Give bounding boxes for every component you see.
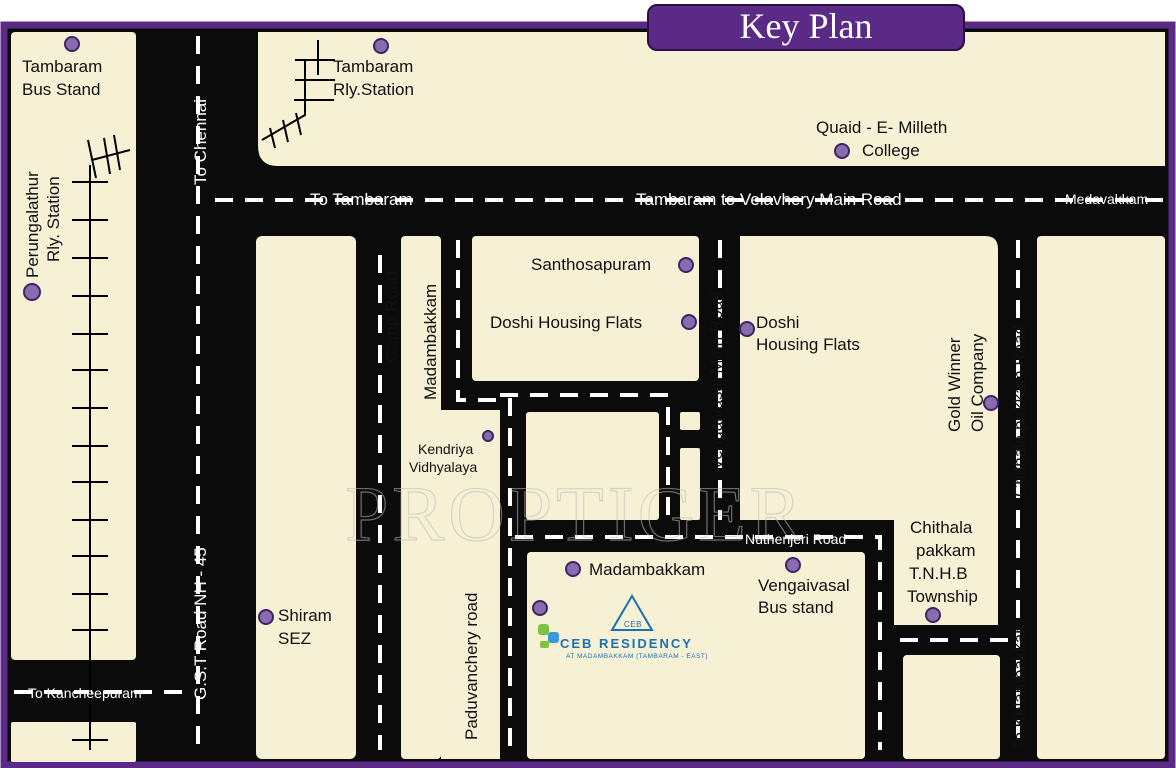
landmark-madambakkam: Madambakkam bbox=[565, 560, 705, 579]
project-subtitle: AT MADAMBAKKAM (TAMBARAM - EAST) bbox=[566, 653, 708, 660]
landmark-doshi-flats-east: Doshi Housing Flats bbox=[739, 313, 860, 354]
landmark-marker-icon bbox=[64, 36, 80, 52]
road-label-chithalapakkam: Chithala pakkam Road bbox=[1010, 325, 1029, 497]
landmark-marker-icon bbox=[681, 314, 697, 330]
landmark-label: Gold Winner bbox=[945, 337, 964, 432]
road-label-nuthenjeri: Nuthenjeri Road bbox=[745, 531, 846, 547]
road-label-camp: Camp Road bbox=[382, 271, 401, 362]
landmark-label: Vengaivasal bbox=[758, 576, 850, 595]
landmark-label: Housing Flats bbox=[756, 335, 860, 354]
landmark-label: Kendriya bbox=[418, 441, 473, 457]
road-label-paduvanchery: Paduvanchery road bbox=[462, 593, 481, 740]
landmark-marker-icon bbox=[983, 395, 999, 411]
landmark-kendriya-vidhyalaya: Kendriya Vidhyalaya bbox=[409, 430, 494, 475]
landmark-label: Quaid - E- Milleth bbox=[816, 118, 947, 137]
landmark-marker-icon bbox=[23, 283, 41, 301]
project-marker-icon bbox=[532, 600, 548, 616]
landmark-label: Madambakkam bbox=[589, 560, 705, 579]
road-label-main-road: Tambaram to Velavhery Main Road bbox=[636, 190, 902, 209]
landmark-chithalapakkam-tnhb: Chithala pakkam T.N.H.B Township bbox=[907, 518, 978, 623]
landmark-santhosapuram: Santhosapuram bbox=[531, 255, 694, 274]
road-label-gst: G.S.T Road NH - 45 bbox=[191, 547, 210, 700]
railway-lines bbox=[72, 40, 335, 750]
landmark-vengaivasal-bus-stand: Vengaivasal Bus stand bbox=[758, 557, 850, 617]
landmark-label: Rly.Station bbox=[333, 80, 414, 99]
ceb-logo-icon: CEB bbox=[538, 594, 654, 648]
landmark-label: Rly. Station bbox=[44, 176, 63, 262]
title-banner: Key Plan bbox=[647, 4, 965, 51]
landmark-label: Doshi Housing Flats bbox=[490, 313, 642, 332]
landmark-label: Township bbox=[907, 587, 978, 606]
landmark-gold-winner: Gold Winner Oil Company bbox=[945, 333, 999, 432]
landmark-label: Shiram bbox=[278, 606, 332, 625]
landmark-marker-icon bbox=[925, 607, 941, 623]
landmark-label: Doshi bbox=[756, 313, 799, 332]
road-label-vengaivasal-main: Vengaivasal Main Road bbox=[707, 291, 726, 470]
landmark-label: Chithala bbox=[910, 518, 973, 537]
landmark-label: College bbox=[862, 141, 920, 160]
landmark-marker-icon bbox=[258, 609, 274, 625]
landmark-label: Bus stand bbox=[758, 598, 834, 617]
landmark-tambaram-bus-stand: Tambaram Bus Stand bbox=[22, 36, 102, 99]
landmark-marker-icon bbox=[373, 38, 389, 54]
road-centerlines bbox=[14, 36, 1165, 750]
landmark-label: Santhosapuram bbox=[531, 255, 651, 274]
landmark-label: Perungalathur bbox=[23, 171, 42, 278]
road-labels: To Chennai G.S.T Road NH - 45 To Tambara… bbox=[28, 99, 1148, 701]
logo-mark-text: CEB bbox=[624, 620, 642, 629]
landmark-label: Tambaram bbox=[22, 57, 102, 76]
road-labels-vertical: Camp Road Madambakkam Vengaivasal Main R… bbox=[382, 271, 1029, 750]
page-title: Key Plan bbox=[740, 6, 873, 46]
watermark: PROPTIGER bbox=[345, 470, 806, 557]
road-label-to-chennai: To Chennai bbox=[191, 99, 210, 185]
landmark-marker-icon bbox=[678, 257, 694, 273]
road-label-to-kelambakkam: To Kelambakkam bbox=[1010, 620, 1029, 750]
landmark-quaid-e-milleth: Quaid - E- Milleth College bbox=[816, 118, 947, 160]
project-name: CEB RESIDENCY bbox=[560, 636, 693, 651]
landmark-marker-icon bbox=[739, 321, 755, 337]
landmark-doshi-flats-west: Doshi Housing Flats bbox=[490, 313, 697, 332]
landmark-label: Vidhyalaya bbox=[409, 459, 477, 475]
landmark-marker-icon bbox=[785, 557, 801, 573]
project-location: CEB CEB RESIDENCY AT MADAMBAKKAM (TAMBAR… bbox=[532, 594, 708, 660]
landmark-tambaram-rly-station: Tambaram Rly.Station bbox=[333, 38, 414, 99]
land-blocks bbox=[11, 32, 1165, 762]
landmark-perungalathur: Perungalathur Rly. Station bbox=[23, 171, 63, 301]
road-label-medavakkam: Medavakkam bbox=[1065, 191, 1148, 207]
landmark-marker-icon bbox=[834, 143, 850, 159]
road-label-to-tambaram: To Tambaram bbox=[310, 190, 413, 209]
landmark-label: pakkam bbox=[916, 541, 976, 560]
road-label-to-kancheepuram: To Kancheepuram bbox=[28, 685, 142, 701]
landmark-marker-icon bbox=[565, 561, 581, 577]
landmark-marker-icon bbox=[482, 430, 494, 442]
landmark-shiram-sez: Shiram SEZ bbox=[258, 606, 332, 648]
landmark-label: Oil Company bbox=[968, 333, 987, 432]
landmark-label: Tambaram bbox=[333, 57, 413, 76]
landmark-label: Bus Stand bbox=[22, 80, 100, 99]
landmark-label: T.N.H.B bbox=[909, 564, 968, 583]
landmark-label: SEZ bbox=[278, 629, 311, 648]
road-label-madambakkam-road: Madambakkam bbox=[421, 284, 440, 400]
